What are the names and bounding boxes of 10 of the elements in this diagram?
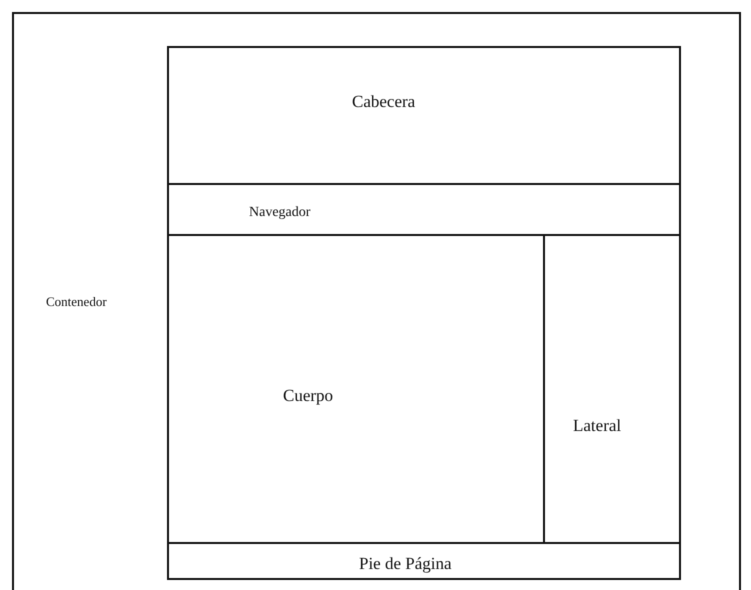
navigation-bar (167, 183, 681, 236)
section-label: Lateral (573, 416, 622, 436)
section-label: Pie de Página (359, 554, 452, 574)
section-label: Navegador (249, 205, 310, 221)
container-label: Contenedor (46, 294, 107, 310)
container-frame (12, 12, 741, 590)
footer-section (167, 542, 681, 580)
section-label: Cuerpo (283, 386, 334, 406)
section-label: Cabecera (352, 92, 416, 112)
header-section (167, 46, 681, 185)
